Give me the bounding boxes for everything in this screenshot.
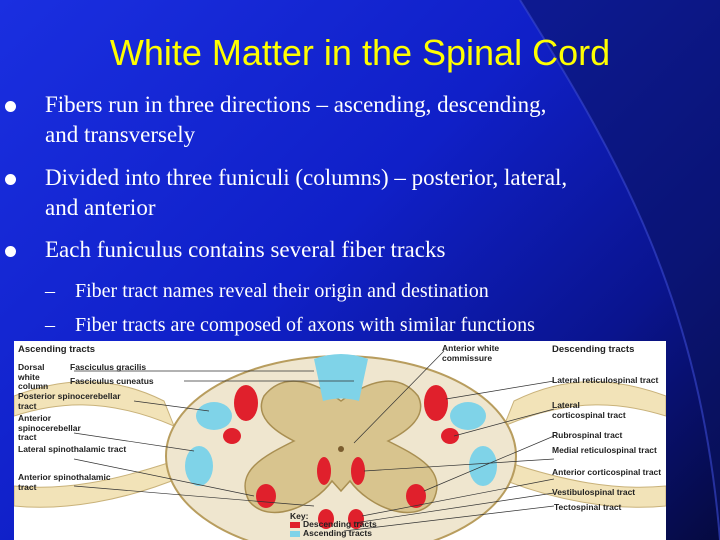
tract-label: Posterior spinocerebellar tract: [18, 391, 121, 411]
ascending-swatch: [290, 531, 300, 537]
tract-label: Rubrospinal tract: [552, 430, 623, 440]
sub-bullet-item: – Fiber tract names reveal their origin …: [45, 278, 675, 304]
spinal-cord-illustration: [14, 350, 666, 540]
tract-label: Anterior corticospinal tract: [552, 467, 662, 477]
bullet-dot-icon: [5, 174, 16, 185]
sub-bullet-text: Fiber tract names reveal their origin an…: [75, 280, 489, 302]
anterior-white-commissure-label: Anterior white commissure: [442, 343, 500, 363]
dash-icon: –: [45, 280, 55, 302]
dash-icon: –: [45, 314, 55, 336]
bullet-item: Divided into three funiculi (columns) – …: [5, 163, 685, 223]
tract-label: Dorsal white column: [18, 362, 49, 391]
tract-label: Lateral spinothalamic tract: [18, 444, 127, 454]
tract-label: Lateral corticospinal tract: [552, 400, 626, 420]
bullet-item: Each funiculus contains several fiber tr…: [5, 235, 685, 265]
tract-label: Fasciculus gracilis: [70, 362, 147, 372]
descending-swatch: [290, 522, 300, 528]
spinal-cord-diagram: Ascending tracts Descending tracts Anter…: [14, 341, 666, 540]
sub-bullet-item: – Fiber tracts are composed of axons wit…: [45, 312, 675, 338]
descending-tracts-header: Descending tracts: [552, 344, 635, 355]
tract-label: Fasciculus cuneatus: [70, 376, 154, 386]
bullet-text: Divided into three funiculi (columns) – …: [45, 165, 568, 190]
bullet-text: and transversely: [45, 122, 196, 147]
bullet-text: and anterior: [45, 195, 156, 220]
bullet-dot-icon: [5, 101, 16, 112]
key-descending-label: Descending tracts: [303, 519, 377, 529]
tract-label: Tectospinal tract: [554, 502, 622, 512]
tract-label: Vestibulospinal tract: [552, 487, 636, 497]
bullet-text: Fibers run in three directions – ascendi…: [45, 92, 547, 117]
ascending-tracts-header: Ascending tracts: [18, 344, 96, 355]
sub-bullet-text: Fiber tracts are composed of axons with …: [75, 314, 535, 336]
bullet-text: Each funiculus contains several fiber tr…: [45, 237, 446, 262]
tract-label: Anterior spinothalamic tract: [18, 472, 111, 492]
key-title: Key:: [290, 511, 309, 521]
bullet-item: Fibers run in three directions – ascendi…: [5, 90, 685, 150]
tract-label: Anterior spinocerebellar tract: [18, 413, 81, 442]
slide-title: White Matter in the Spinal Cord: [109, 32, 611, 73]
tract-label: Lateral reticulospinal tract: [552, 375, 659, 385]
key-ascending-label: Ascending tracts: [303, 528, 372, 538]
bullet-dot-icon: [5, 246, 16, 257]
tract-label: Medial reticulospinal tract: [552, 445, 657, 455]
